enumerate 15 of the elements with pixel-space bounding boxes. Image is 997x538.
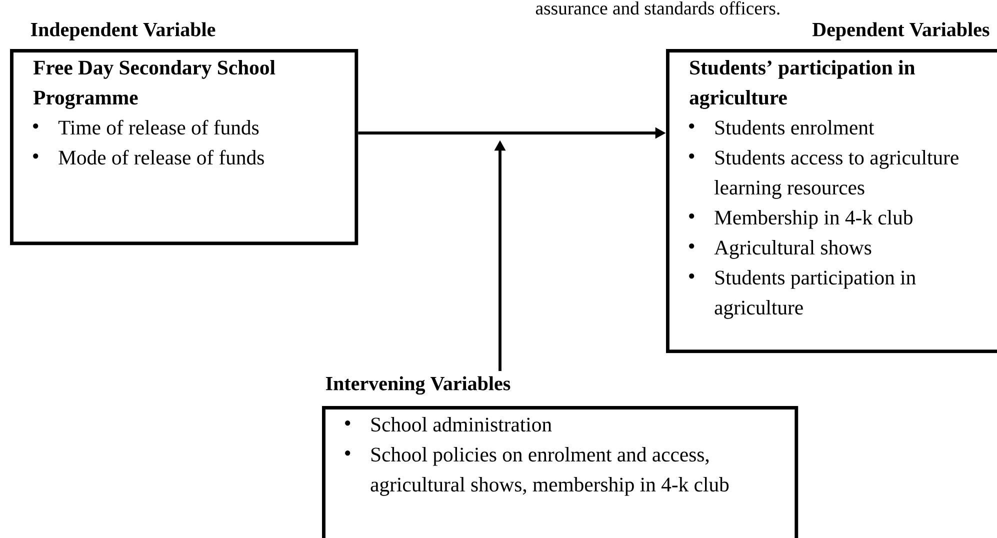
- bullet-item: School administration: [345, 417, 552, 432]
- bullet-item: Mode of release of funds: [33, 150, 264, 165]
- bullet-item: Students participation in agriculture: [689, 270, 916, 319]
- heading: Dependent Variables: [812, 22, 990, 40]
- box-title: Students’ participation in agriculture: [690, 60, 915, 109]
- cut-off-text: assurance and standards officers.: [536, 1, 780, 15]
- heading: Independent Variable: [30, 22, 216, 40]
- bullet-item: Time of release of funds: [33, 120, 259, 135]
- bullet-item: Membership in 4-k club: [689, 210, 912, 229]
- bullet-item: Students access to agriculture learning resources: [689, 150, 958, 199]
- bullet-item: School policies on enrolment and access, agricultural shows, membership in 4-k club: [345, 447, 729, 496]
- bullet-item: Agricultural shows: [689, 240, 872, 259]
- bullet-item: Students enrolment: [689, 120, 874, 135]
- heading: Intervening Variables: [326, 376, 510, 395]
- box-title: Free Day Secondary School Programme: [33, 60, 276, 109]
